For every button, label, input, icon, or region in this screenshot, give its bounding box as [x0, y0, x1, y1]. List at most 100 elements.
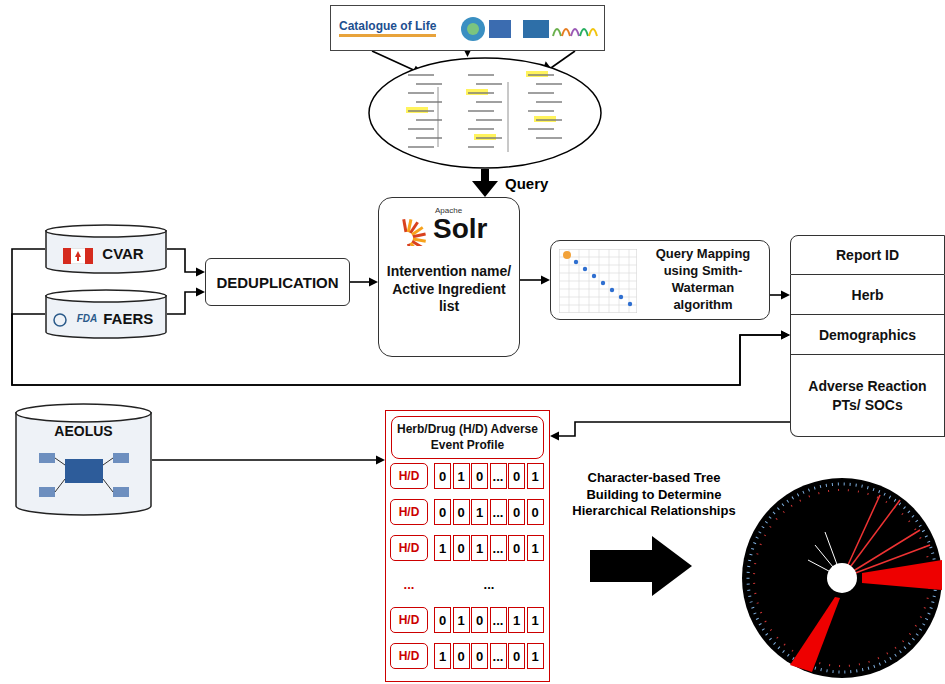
connector-line — [167, 292, 198, 314]
connector-line — [167, 249, 198, 272]
partner-logos — [459, 12, 599, 46]
graphic-part — [563, 251, 571, 259]
graphic-part — [528, 110, 554, 111]
graphic-part — [468, 74, 494, 75]
table-cell: 0 — [527, 499, 544, 525]
graphic-part — [54, 314, 66, 326]
table-cell: 1 — [471, 499, 488, 525]
node-text: Query Mapping using Smith-Waterman algor… — [643, 246, 763, 314]
graphic-part — [16, 404, 151, 422]
table-cell: 1 — [527, 607, 544, 633]
table-cell: 0 — [453, 499, 470, 525]
graphic-part — [476, 119, 502, 120]
graphic-part — [408, 92, 434, 93]
graphic-part — [559, 281, 637, 282]
graphic-part — [609, 249, 610, 313]
table-cell: 0 — [508, 535, 525, 561]
graphic-part — [790, 597, 840, 672]
circular-tree — [742, 478, 942, 678]
graphic-part — [406, 107, 428, 113]
graphic-part — [610, 288, 614, 292]
table-cell: H/D — [390, 607, 428, 633]
table-cell: H/D — [390, 643, 428, 669]
graphic-part — [372, 51, 418, 72]
table-cell: H/D — [390, 499, 428, 525]
graphic-part — [862, 560, 942, 590]
graphic-part — [559, 305, 637, 306]
node-text: Solr — [433, 215, 487, 243]
table-cell: 0 — [471, 463, 488, 489]
arrowhead — [196, 268, 205, 277]
process-box: Query Mapping using Smith-Waterman algor… — [550, 240, 770, 320]
node-text: Demographics — [819, 327, 916, 343]
arrowhead — [550, 432, 559, 441]
graphic-part — [413, 239, 426, 241]
graphic-part — [113, 453, 129, 463]
arrowhead — [376, 456, 385, 465]
node-text: CVAR — [102, 245, 143, 262]
fda-emblem — [53, 313, 67, 327]
connector — [152, 456, 385, 465]
big-arrow — [590, 536, 692, 596]
graphic-part — [466, 89, 488, 95]
graphic-part — [416, 83, 442, 84]
graphic-part — [559, 249, 637, 313]
table-cell: 0 — [508, 499, 525, 525]
graphic-part — [75, 251, 81, 261]
graphic-part — [592, 274, 596, 278]
database-cylinder: CVAR — [45, 224, 167, 274]
graphic-part — [55, 479, 65, 492]
graphic-part — [580, 29, 588, 36]
field-box: Adverse Reaction PTs/ SOCs — [790, 355, 945, 437]
graphic-part — [528, 128, 554, 129]
graphic-part — [113, 487, 129, 497]
graphic-part — [827, 563, 857, 593]
graphic-part — [526, 71, 548, 77]
ellipse-outline — [368, 57, 602, 169]
graphic-part — [404, 219, 406, 232]
alignment-matrix — [559, 249, 637, 313]
graphic-part — [39, 453, 55, 463]
graphic-part — [413, 234, 426, 237]
connector-line — [557, 422, 790, 436]
graphic-part — [562, 29, 570, 36]
table-cell: ... — [490, 607, 507, 633]
graphic-part — [508, 82, 509, 152]
graphic-part — [468, 110, 494, 111]
arrowhead — [472, 181, 498, 197]
graphic-part — [536, 101, 562, 102]
graphic-part — [619, 295, 623, 299]
graphic-part — [85, 248, 93, 264]
field-box: Demographics — [790, 315, 945, 355]
table-cell: H/D — [390, 535, 428, 561]
graphic-part — [601, 281, 605, 285]
graphic-part — [411, 243, 419, 246]
arrowhead — [781, 331, 790, 340]
table-cell: 1 — [527, 463, 544, 489]
connector-line — [520, 279, 543, 281]
graphic-part — [528, 92, 554, 93]
graphic-part — [523, 20, 549, 38]
taxonomy-tree — [368, 57, 602, 169]
canada-flag — [63, 248, 93, 264]
table-cell: ... — [390, 571, 428, 597]
graphic-part — [46, 290, 166, 302]
graphic-part — [553, 29, 561, 36]
graphic-part — [468, 92, 494, 93]
table-cell: 1 — [434, 643, 451, 669]
graphic-part — [583, 267, 587, 271]
graphic-part — [528, 74, 554, 75]
connector — [520, 276, 550, 285]
table-cell: 0 — [508, 643, 525, 669]
table-cell: 1 — [527, 535, 544, 561]
graphic-part — [559, 257, 637, 258]
connector-line — [770, 294, 783, 296]
connector-line — [350, 281, 371, 283]
graphic-part — [461, 17, 485, 41]
table-cell: 1 — [453, 607, 470, 633]
graphic-part — [476, 137, 502, 138]
table-cell: 0 — [434, 499, 451, 525]
graphic-part — [369, 58, 601, 168]
graphic-part — [474, 134, 496, 140]
